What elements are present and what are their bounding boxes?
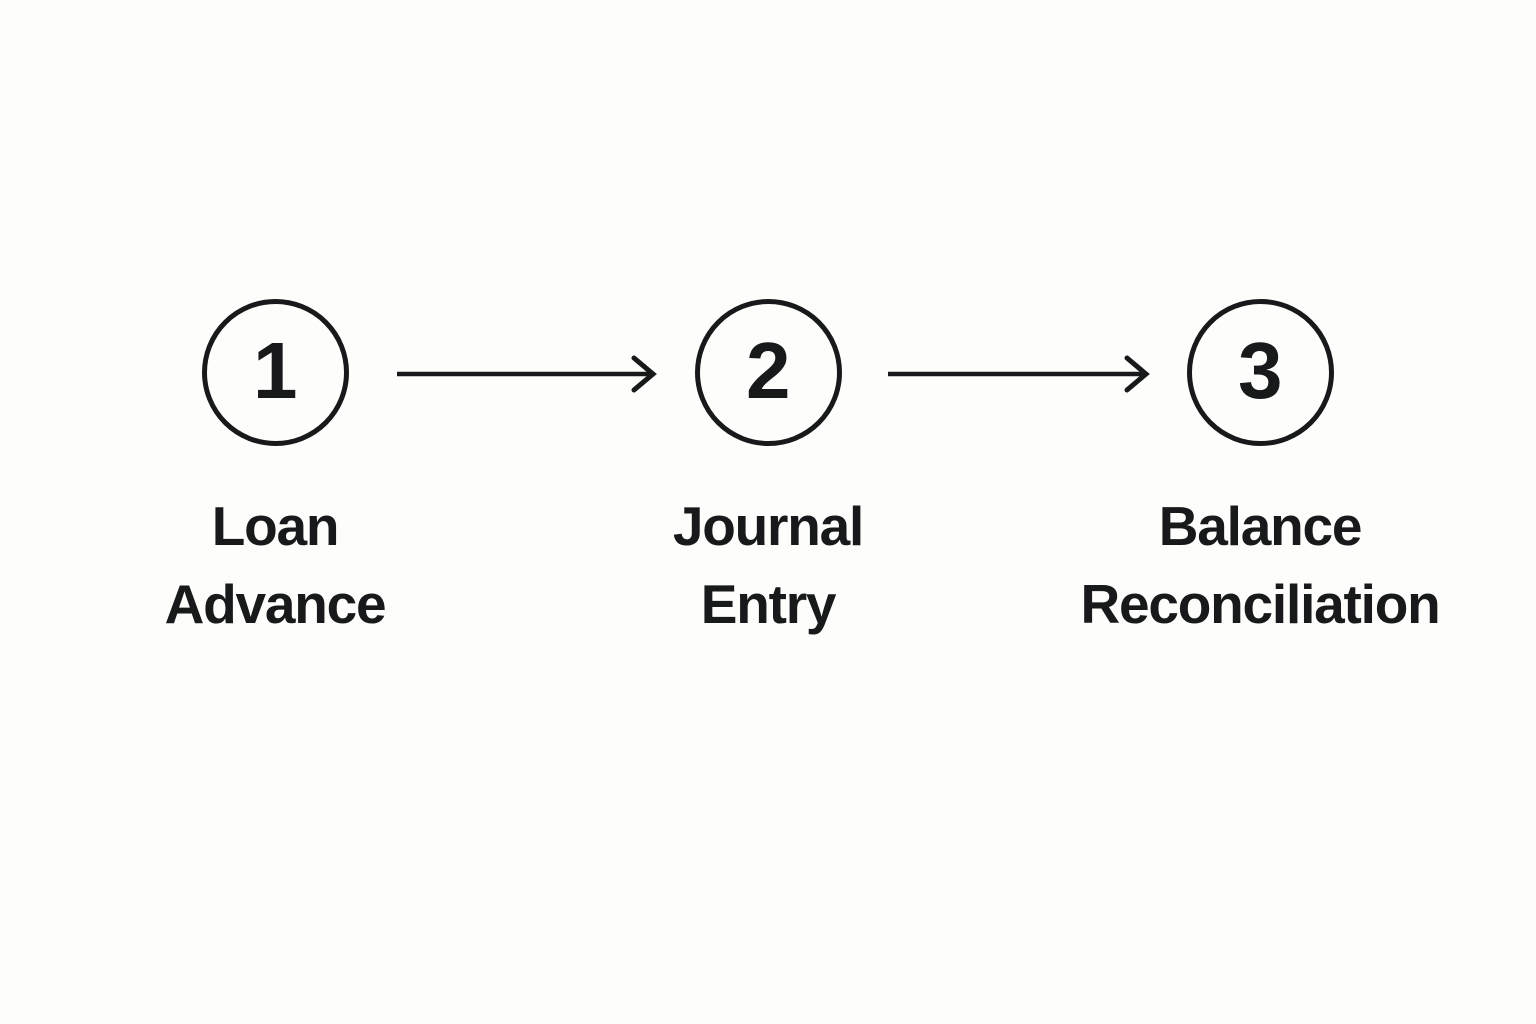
- step-1-number: 1: [253, 325, 298, 415]
- step-1-label: Loan Advance: [0, 487, 615, 643]
- step-1-circle: 1: [201, 299, 349, 446]
- step-3-label-line-2: Reconciliation: [1080, 573, 1440, 635]
- step-2-number: 2: [746, 325, 791, 415]
- step-2-circle: 2: [694, 299, 842, 446]
- connector-arrow-2-to-3: [887, 355, 1151, 393]
- step-3-label-line-1: Balance: [1158, 495, 1363, 557]
- step-2-label-line-2: Entry: [700, 573, 837, 635]
- arrow-right-icon: [888, 355, 1150, 393]
- step-3-number: 3: [1238, 325, 1283, 415]
- arrow-right-icon: [397, 355, 657, 393]
- connector-arrow-1-to-2: [396, 355, 658, 393]
- step-2-label-line-1: Journal: [672, 495, 864, 557]
- step-3-label: Balance Reconciliation: [920, 487, 1536, 643]
- step-1-label-line-2: Advance: [164, 573, 387, 635]
- step-1-label-line-1: Loan: [211, 495, 340, 557]
- step-3-circle: 3: [1186, 299, 1334, 446]
- step-2-label: Journal Entry: [428, 487, 1108, 643]
